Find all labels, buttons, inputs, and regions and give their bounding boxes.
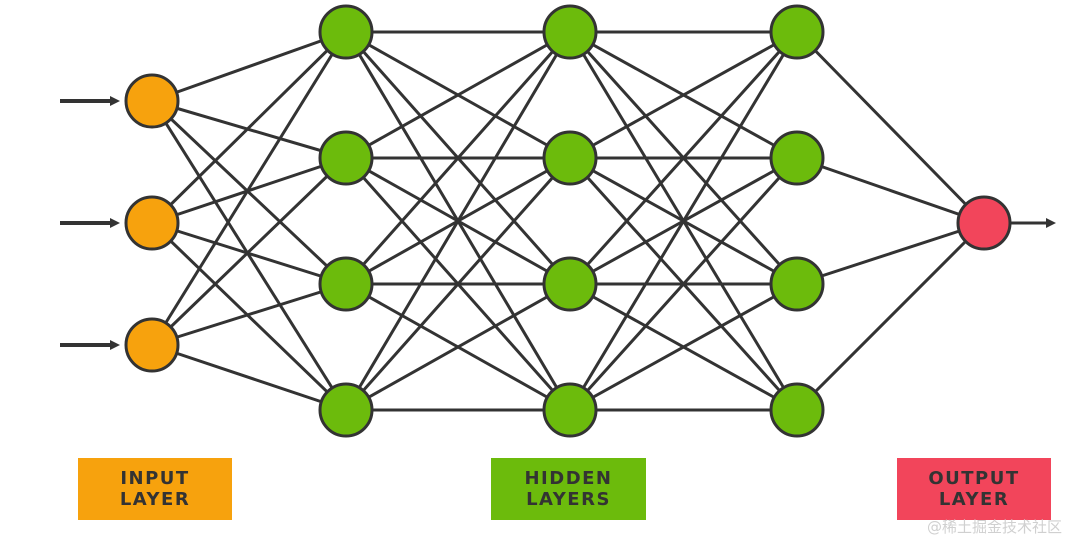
connection-line — [344, 157, 572, 411]
hidden-node — [542, 130, 598, 186]
input-node — [124, 73, 180, 129]
connection-line — [151, 30, 347, 103]
hidden-node — [769, 256, 825, 312]
connection-line — [345, 30, 571, 160]
connection-line — [568, 156, 799, 412]
watermark: @稀土掘金技术社区 — [926, 518, 1062, 536]
connection-line — [150, 99, 348, 286]
hidden-node — [542, 382, 598, 438]
connection-line — [150, 156, 348, 347]
hidden-node — [542, 256, 598, 312]
hidden-node — [769, 4, 825, 60]
connection-line — [151, 343, 347, 412]
connection-line — [150, 221, 348, 412]
input-layer-label: INPUT LAYER — [78, 458, 232, 520]
connection-line — [150, 30, 348, 225]
connection-line — [150, 31, 348, 346]
hidden-node — [769, 130, 825, 186]
output-node — [956, 195, 1012, 251]
connection-line — [345, 282, 571, 412]
hidden-node — [769, 382, 825, 438]
connection-line — [796, 221, 985, 286]
output-layer-label: OUTPUT LAYER — [897, 458, 1051, 520]
hidden-node — [318, 130, 374, 186]
nodes — [124, 4, 1012, 438]
input-node — [124, 317, 180, 373]
hidden-node — [318, 382, 374, 438]
connection-line — [795, 221, 986, 412]
hidden-layers-label-line2: LAYERS — [526, 489, 611, 510]
connections — [150, 30, 986, 412]
connection-line — [568, 31, 799, 411]
connection-line — [344, 31, 572, 411]
input-layer-label-line1: INPUT — [120, 468, 190, 489]
io-arrows — [60, 96, 1056, 350]
connection-line — [795, 30, 986, 225]
hidden-layers-label: HIDDEN LAYERS — [491, 458, 646, 520]
input-node — [124, 195, 180, 251]
connection-line — [569, 30, 798, 160]
connection-line — [344, 31, 572, 285]
output-layer-label-line1: OUTPUT — [928, 468, 1020, 489]
connection-line — [151, 282, 347, 347]
hidden-node — [542, 4, 598, 60]
connection-line — [796, 156, 985, 225]
connection-line — [569, 282, 798, 412]
connection-line — [150, 100, 348, 411]
hidden-layers-label-line1: HIDDEN — [524, 468, 613, 489]
output-layer-label-line2: LAYER — [938, 489, 1010, 510]
hidden-node — [318, 256, 374, 312]
hidden-node — [318, 4, 374, 60]
input-layer-label-line2: LAYER — [119, 489, 191, 510]
connection-line — [568, 30, 799, 286]
